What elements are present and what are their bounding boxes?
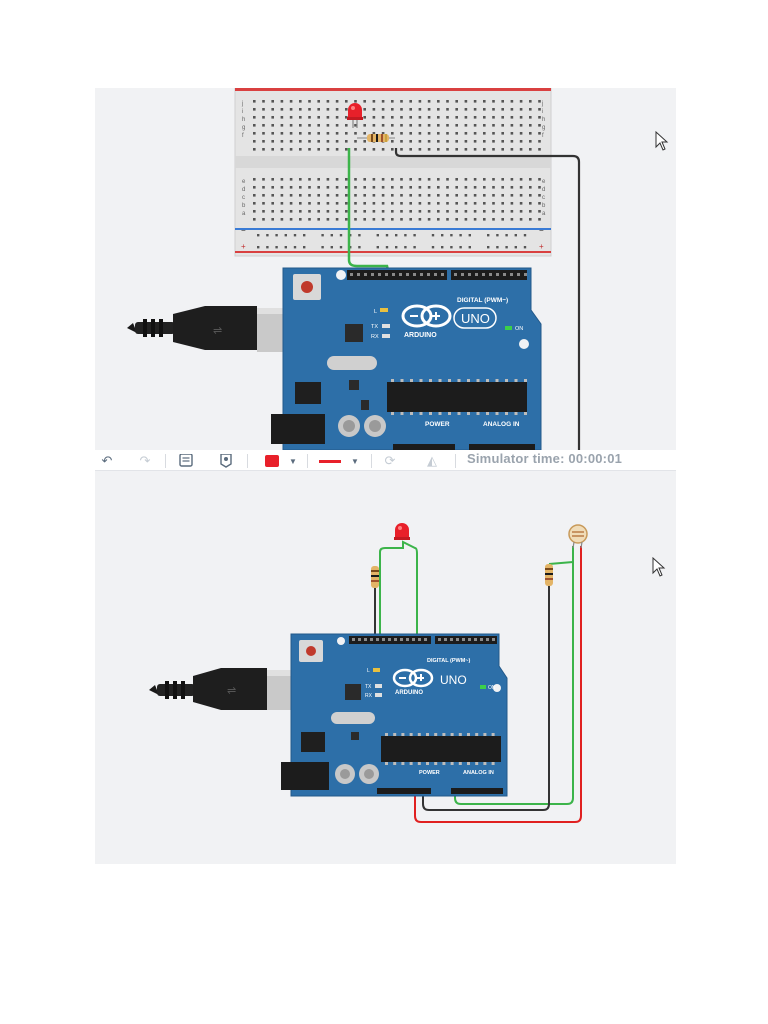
l-led-label: L — [367, 668, 370, 674]
digital-label: DIGITAL (PWM~) — [427, 658, 471, 664]
model-label: UNO — [440, 673, 467, 687]
line-color-picker[interactable]: ▼ — [313, 452, 365, 470]
photoresistor[interactable] — [568, 524, 588, 549]
inspect-icon — [220, 454, 232, 468]
on-label: ON — [515, 326, 523, 332]
wire-green[interactable] — [347, 148, 391, 275]
rx-label: RX — [371, 334, 379, 340]
rail-plus-left: + — [241, 242, 246, 251]
row-letter-left: a — [242, 211, 246, 217]
rail-plus-right: + — [539, 242, 544, 251]
editor-toolbar: ↶ ↷ ▼ ▼ ⟳ — [95, 452, 676, 471]
row-letter-right: g — [542, 125, 545, 131]
row-letter-right: d — [542, 187, 545, 193]
on-label: ON — [488, 685, 496, 691]
mirror-button[interactable]: ◭ — [421, 452, 443, 470]
wire-red-sensor[interactable] — [414, 546, 582, 823]
undo-button[interactable]: ↶ — [97, 452, 117, 470]
tx-label: TX — [371, 324, 378, 330]
brand-label: ARDUINO — [404, 332, 437, 339]
row-letter-left: c — [242, 195, 245, 201]
row-letter-left: f — [242, 133, 244, 139]
row-letter-right: a — [542, 211, 546, 217]
usb-symbol-icon: ⇌ — [213, 325, 222, 337]
fill-color-swatch — [265, 455, 280, 467]
row-letter-left: b — [242, 203, 246, 209]
row-letter-left: g — [242, 125, 245, 131]
canvas-photoresistor-circuit[interactable]: ↶ ↷ ▼ ▼ ⟳ — [95, 452, 676, 864]
row-letter-left: h — [242, 117, 245, 123]
row-letter-right: b — [542, 203, 546, 209]
line-color-swatch — [319, 459, 342, 463]
rotate-icon: ⟳ — [384, 453, 396, 468]
brand-label: ARDUINO — [395, 690, 423, 696]
led-red[interactable] — [394, 523, 410, 540]
resistor-sensor[interactable] — [545, 564, 553, 586]
chevron-down-icon: ▼ — [351, 456, 359, 466]
simulator-time: Simulator time: 00:00:01 — [467, 452, 623, 466]
l-led-label: L — [374, 309, 377, 315]
fill-color-picker[interactable]: ▼ — [257, 452, 305, 470]
redo-icon: ↷ — [139, 453, 151, 468]
arduino-logo-icon — [392, 668, 434, 688]
analog-label: ANALOG IN — [483, 421, 520, 428]
notes-button[interactable] — [175, 452, 197, 470]
mouse-cursor-icon — [652, 557, 666, 577]
wire-green-junction[interactable] — [548, 561, 574, 565]
row-letter-left: d — [242, 187, 245, 193]
circuit-bottom-svg: ⇌ DIGITAL (PWM~) ARDUINO UNO ON — [149, 523, 588, 823]
breadboard-holes — [253, 100, 541, 249]
notes-icon — [179, 454, 193, 467]
row-letter-right: f — [542, 133, 544, 139]
power-label: POWER — [425, 421, 450, 428]
row-letter-right: j — [541, 101, 543, 107]
row-letter-right: e — [542, 179, 546, 185]
tx-label: TX — [365, 684, 372, 690]
chevron-down-icon: ▼ — [289, 456, 297, 466]
arduino-logo-icon — [401, 304, 452, 328]
rail-minus-right: − — [539, 226, 544, 235]
wire-black[interactable] — [394, 148, 581, 450]
row-letter-left: j — [241, 101, 243, 107]
wire-green-led[interactable] — [379, 540, 418, 642]
power-label: POWER — [419, 770, 440, 776]
arduino-uno-bottom[interactable]: DIGITAL (PWM~) ARDUINO UNO ON L TX RX — [281, 633, 508, 797]
mouse-cursor-icon — [655, 131, 669, 151]
wire-green-sensor[interactable] — [454, 546, 574, 805]
wire-black-sensor[interactable] — [422, 584, 550, 811]
undo-icon: ↶ — [101, 453, 113, 468]
rotate-button[interactable]: ⟳ — [379, 452, 401, 470]
digital-label: DIGITAL (PWM~) — [457, 297, 508, 304]
inspect-button[interactable] — [215, 452, 237, 470]
resistor[interactable] — [357, 134, 395, 142]
rail-minus-left: − — [241, 226, 246, 235]
mirror-icon: ◭ — [427, 453, 437, 468]
analog-label: ANALOG IN — [463, 770, 494, 776]
row-letter-left: e — [242, 179, 246, 185]
resistor[interactable] — [371, 566, 379, 588]
rx-label: RX — [365, 693, 373, 699]
row-letter-left: i — [242, 109, 243, 115]
redo-button[interactable]: ↷ — [135, 452, 155, 470]
row-letter-right: i — [542, 109, 543, 115]
usb-symbol-icon: ⇌ — [227, 685, 236, 697]
arduino-uno-top[interactable]: DIGITAL (PWM~) ARDUINO UNO ON L TX RX — [271, 267, 542, 450]
row-letter-right: c — [542, 195, 545, 201]
led-red[interactable] — [347, 103, 363, 128]
row-letter-right: h — [542, 117, 545, 123]
model-label: UNO — [461, 311, 490, 326]
